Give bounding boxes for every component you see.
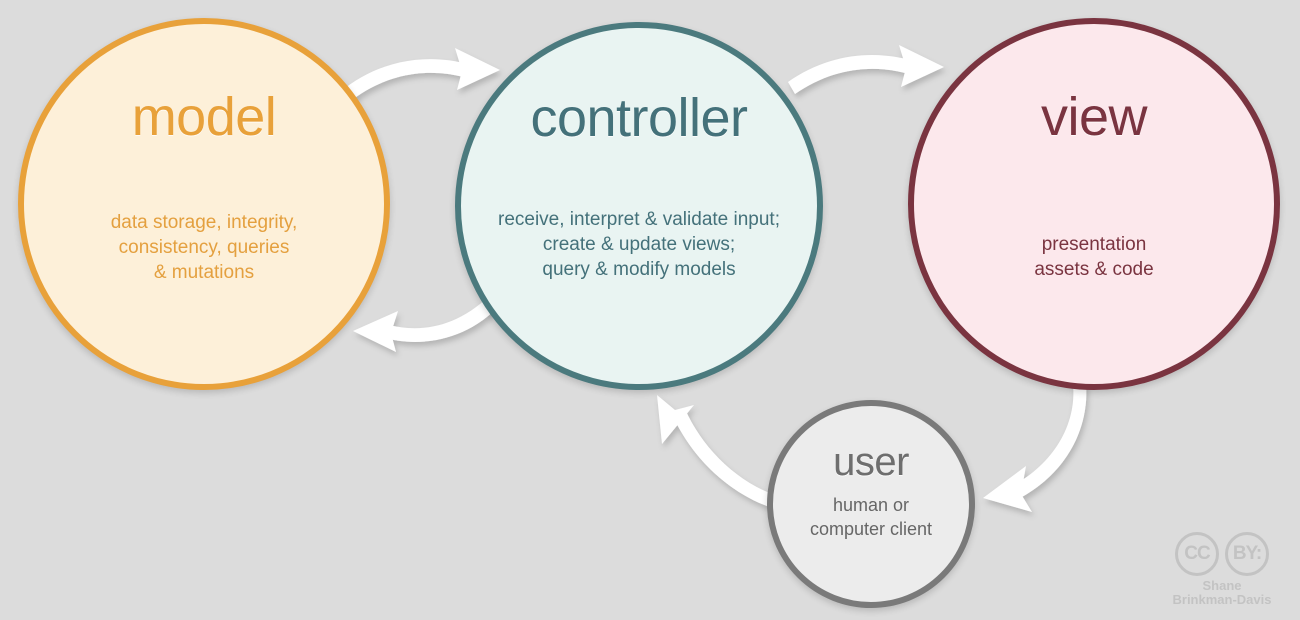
node-controller-title: controller xyxy=(530,88,748,148)
creative-commons-watermark: CC BY: Shane Brinkman-Davis xyxy=(1162,531,1282,608)
node-user[interactable]: user human or computer client xyxy=(767,400,975,608)
arrow-controller-to-view xyxy=(788,45,944,94)
arrow-view-to-user xyxy=(983,382,1087,512)
node-model-description: data storage, integrity, consistency, qu… xyxy=(110,212,298,284)
attribution-by-icon: BY: xyxy=(1225,531,1269,576)
node-controller-description: receive, interpret & validate input; cre… xyxy=(498,209,780,281)
arrow-model-to-controller xyxy=(345,48,500,100)
arrow-user-to-controller xyxy=(657,395,777,508)
node-view-title: view xyxy=(1040,87,1148,147)
author-attribution: Shane Brinkman-Davis xyxy=(1172,577,1272,608)
node-model[interactable]: model data storage, integrity, consisten… xyxy=(18,18,390,390)
cc-badges: CC BY: xyxy=(1162,531,1282,576)
node-view-description: presentation assets & code xyxy=(1034,234,1154,281)
node-user-description: human or computer client xyxy=(809,495,933,539)
arrow-controller-to-model xyxy=(353,296,497,352)
creative-commons-icon: CC xyxy=(1175,531,1219,576)
node-controller[interactable]: controller receive, interpret & validate… xyxy=(455,22,823,390)
node-model-title: model xyxy=(131,87,277,147)
node-user-title: user xyxy=(833,440,909,484)
node-view[interactable]: view presentation assets & code xyxy=(908,18,1280,390)
